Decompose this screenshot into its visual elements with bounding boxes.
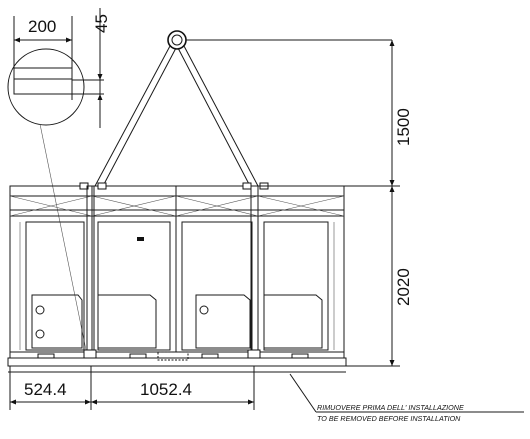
dim-1500-label: 1500 bbox=[394, 108, 413, 146]
dim-2020-label: 2020 bbox=[394, 268, 413, 306]
dim-2020: 2020 bbox=[258, 185, 413, 367]
unit-body bbox=[9, 182, 345, 355]
lifting-sling bbox=[94, 30, 392, 187]
dim-1500: 1500 bbox=[389, 40, 413, 186]
detail-inset: 200 45 bbox=[7, 8, 111, 351]
unit-base bbox=[7, 349, 347, 373]
dim-45-label: 45 bbox=[92, 14, 111, 33]
removal-note: RIMUOVERE PRIMA DELL' INSTALLAZIONE TO B… bbox=[289, 373, 524, 423]
dim-bottom: 524.4 1052.4 bbox=[9, 366, 255, 410]
dim-200-label: 200 bbox=[28, 17, 56, 36]
magnifier-circle bbox=[7, 48, 85, 126]
note-italian: RIMUOVERE PRIMA DELL' INSTALLAZIONE bbox=[317, 403, 464, 412]
note-english: TO BE REMOVED BEFORE INSTALLATION bbox=[317, 414, 461, 423]
dim-1052-label: 1052.4 bbox=[140, 380, 192, 399]
lifting-hook-icon bbox=[167, 30, 187, 50]
dim-524-label: 524.4 bbox=[24, 380, 67, 399]
